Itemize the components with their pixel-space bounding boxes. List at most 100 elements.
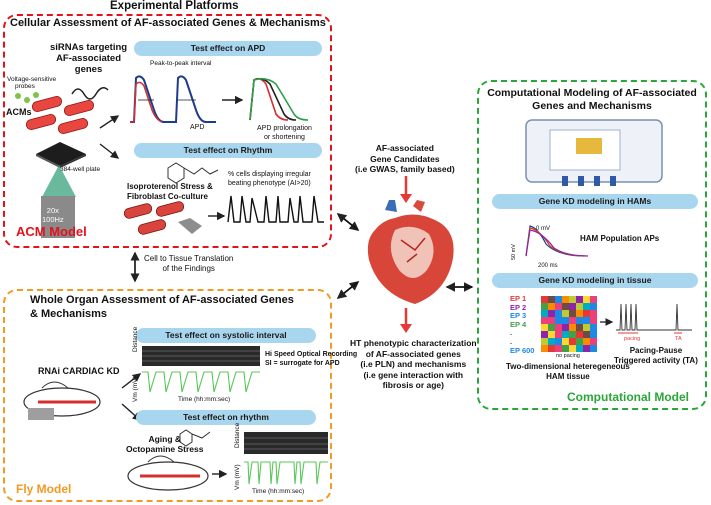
- tissue-arrow: [600, 318, 614, 326]
- tissue-cell: [583, 345, 590, 352]
- tissue-cell: [569, 296, 576, 303]
- irregular-trace: [227, 195, 324, 223]
- tissue-cell: [569, 317, 576, 324]
- well-plate: [36, 142, 86, 168]
- optical-trace-2: [244, 461, 328, 485]
- peak-label: Peak-to-peak interval: [150, 60, 212, 67]
- tissue-cell: [541, 310, 548, 317]
- octopamine-molecule: [179, 429, 211, 447]
- ep-dot-2: .: [510, 336, 513, 346]
- tissue-cell: [583, 303, 590, 310]
- acm-title: Cellular Assessment of AF-associated Gen…: [10, 17, 326, 29]
- zero-mv-label: 0 mV: [536, 226, 551, 232]
- link-arrow-comp: [445, 282, 474, 292]
- tissue-cell: [576, 338, 583, 345]
- tissue-cell: [576, 303, 583, 310]
- tissue-cell: [569, 303, 576, 310]
- aging-label: Aging &Octopamine Stress: [126, 434, 204, 454]
- apd-trace: [130, 75, 216, 123]
- down-arrow-top: [400, 176, 412, 203]
- ep-4: EP 4: [510, 319, 527, 329]
- comp-model-label: Computational Model: [567, 390, 689, 404]
- isoproterenol-molecule: [167, 162, 219, 184]
- tissue-cell: [583, 296, 590, 303]
- tissue-cell: [548, 345, 555, 352]
- tissue-cell: [541, 338, 548, 345]
- tissue-cell: [562, 345, 569, 352]
- tissue-cell: [555, 310, 562, 317]
- link-arrow-acm: [336, 213, 360, 231]
- apd-arrow: [222, 95, 244, 105]
- tissue-cell: [555, 338, 562, 345]
- link-arrow-fly: [336, 281, 360, 299]
- fly-outline-bottom: [127, 455, 209, 491]
- fly-panel: [3, 289, 332, 502]
- acms-label: ACMs: [6, 107, 32, 117]
- tissue-cell: [590, 345, 597, 352]
- ep-3: EP 3: [510, 311, 527, 321]
- apd-label: APD: [190, 124, 205, 131]
- tissue-cell: [562, 296, 569, 303]
- pill-tissue: Gene KD modeling in tissue: [492, 273, 698, 288]
- tissue-cell: [590, 331, 597, 338]
- tissue-cell: [555, 324, 562, 331]
- rhythm-arrow: [208, 211, 226, 221]
- tissue-cell: [541, 303, 548, 310]
- tissue-cell: [590, 296, 597, 303]
- cell-membrane-diagram: [525, 119, 663, 186]
- fifty-mv-label: 50 mV: [511, 244, 517, 260]
- tissue-cell: [576, 331, 583, 338]
- pacing-pause-trace: [616, 303, 692, 334]
- tissue-cell: [555, 317, 562, 324]
- tissue-cell: [548, 296, 555, 303]
- ta-label: TA: [675, 336, 682, 342]
- tissue-cell: [548, 303, 555, 310]
- probe-dots: [15, 92, 39, 103]
- two-hundred-ms-label: 200 ms: [538, 263, 558, 269]
- tissue-cell: [562, 324, 569, 331]
- tissue-cell: [555, 331, 562, 338]
- ep-2: EP 2: [510, 302, 527, 312]
- time-label-2: Time (hh:mm:sec): [252, 488, 305, 495]
- pill-rhythm: Test effect on Rhythm: [134, 143, 322, 158]
- tissue-cell: [541, 296, 548, 303]
- tissue-cell: [541, 331, 548, 338]
- tissue-cell: [590, 310, 597, 317]
- vm-label-1: Vm (mV): [132, 376, 139, 402]
- rhythm-fly-arrow: [212, 469, 228, 479]
- tissue-cell: [569, 345, 576, 352]
- acm-model-label: ACM Model: [16, 224, 87, 239]
- tissue-cell: [590, 338, 597, 345]
- plate-label: 384-well plate: [60, 166, 101, 173]
- distance-label-2: Distance: [234, 422, 241, 448]
- optical-trace-1: [142, 371, 260, 393]
- kymograph-2: [244, 432, 328, 454]
- distance-label-1: Distance: [132, 326, 139, 352]
- sirna-icon: [71, 87, 109, 100]
- tissue-cell: [541, 324, 548, 331]
- apd-comparison-trace: [249, 77, 309, 121]
- tissue-cell: [569, 324, 576, 331]
- tissue-cell: [562, 303, 569, 310]
- rnai-label: RNAi CARDIAC KD: [38, 366, 120, 376]
- tissue-cell: [548, 331, 555, 338]
- light-beam: [42, 165, 76, 197]
- tissue-grid: [541, 296, 597, 352]
- tissue-cell: [569, 310, 576, 317]
- tissue-cell: [576, 345, 583, 352]
- tissue-cell: [548, 310, 555, 317]
- tissue-cell: [583, 331, 590, 338]
- ep-list: EP 1 EP 2 EP 3 EP 4 . . EP 600: [510, 294, 534, 355]
- tissue-cell: [555, 303, 562, 310]
- tissue-cell: [590, 324, 597, 331]
- pill-fly-rhythm: Test effect on rhythm: [136, 410, 316, 425]
- vm-label-2: Vm (mV): [234, 464, 241, 490]
